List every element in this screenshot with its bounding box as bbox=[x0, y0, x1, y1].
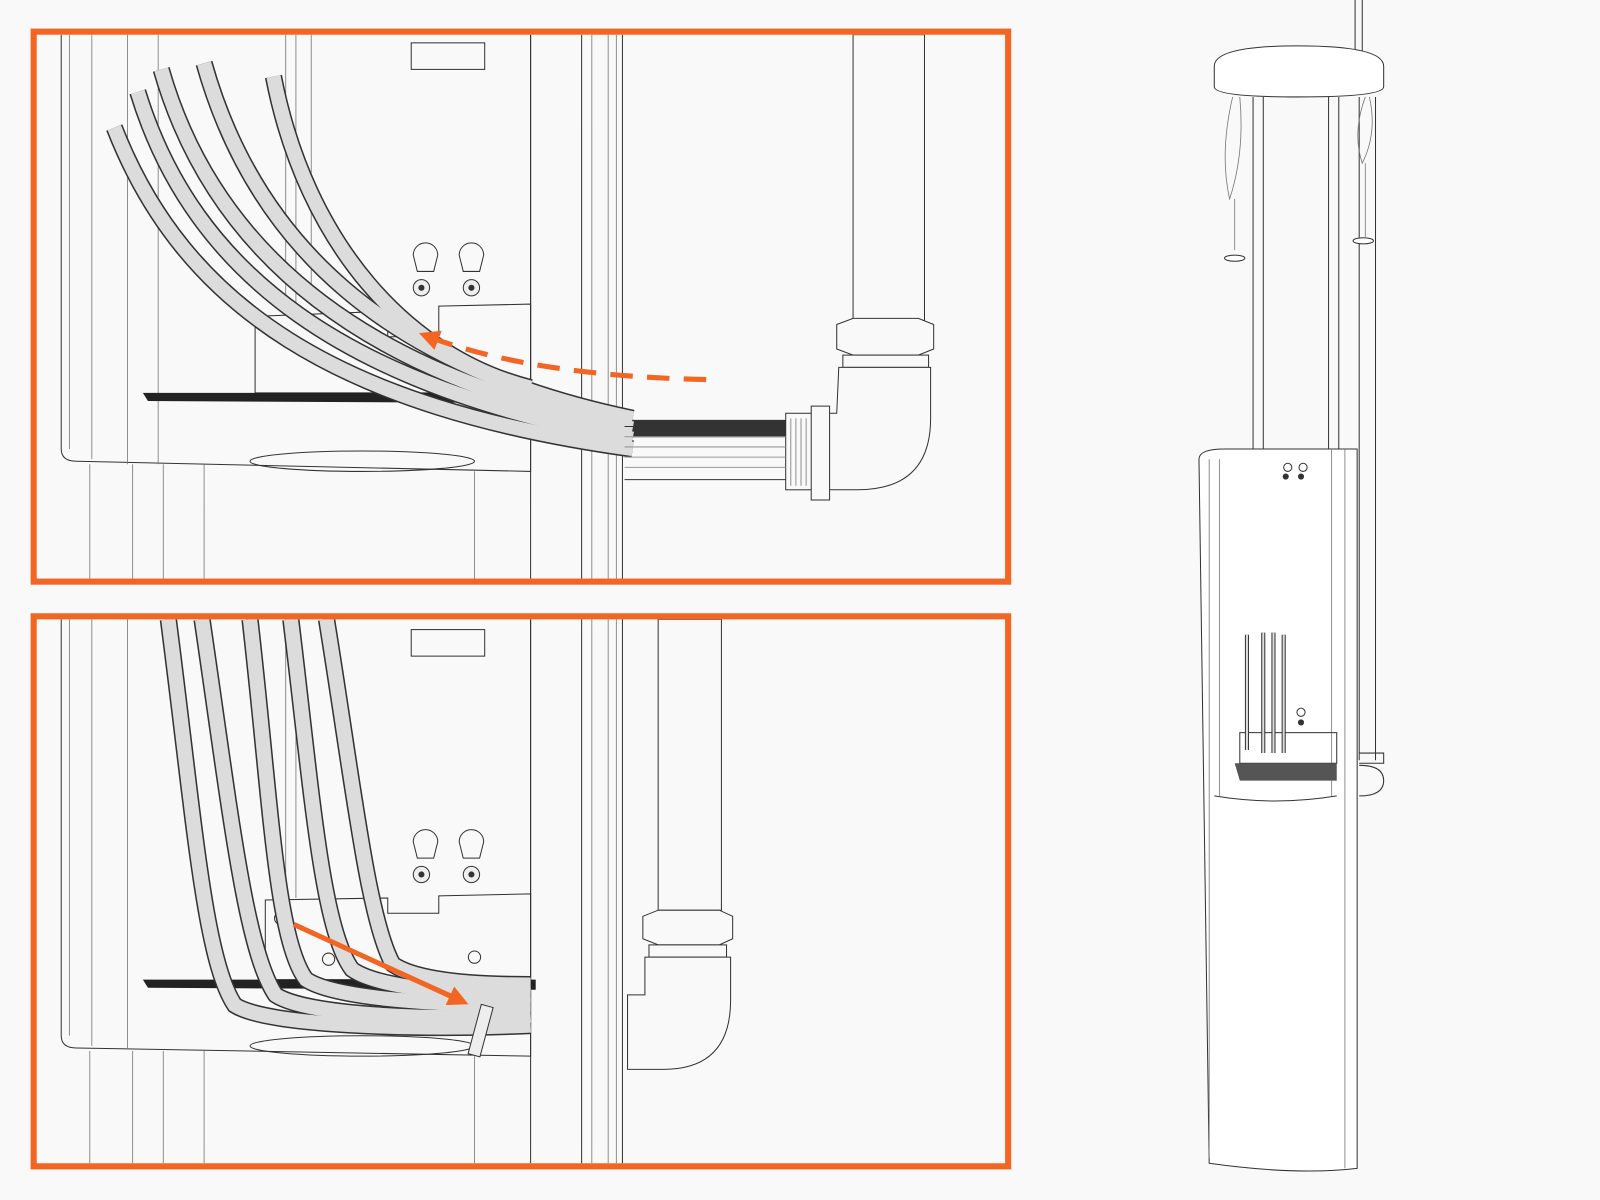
pole-housing bbox=[1198, 448, 1358, 1172]
routing-arrow-solid bbox=[292, 922, 469, 1006]
housing-outline bbox=[60, 619, 623, 1164]
conduit-pipe bbox=[624, 34, 935, 501]
charging-pole-overview bbox=[1198, 0, 1385, 1172]
detail-frame-top bbox=[30, 28, 1012, 585]
mounting-keyholes bbox=[412, 242, 485, 297]
cable-bundle bbox=[106, 60, 786, 458]
detail-frame-bottom bbox=[30, 613, 1012, 1170]
housing-outline bbox=[60, 34, 623, 579]
detail-panel-bottom bbox=[36, 619, 1006, 1164]
pole-cap bbox=[1213, 45, 1385, 98]
cable-bundle bbox=[159, 619, 532, 1037]
detail-panel-top bbox=[36, 34, 1006, 579]
conduit-pipe bbox=[627, 619, 734, 1070]
mounting-keyholes bbox=[412, 829, 485, 884]
cable-tie bbox=[467, 1003, 494, 1058]
